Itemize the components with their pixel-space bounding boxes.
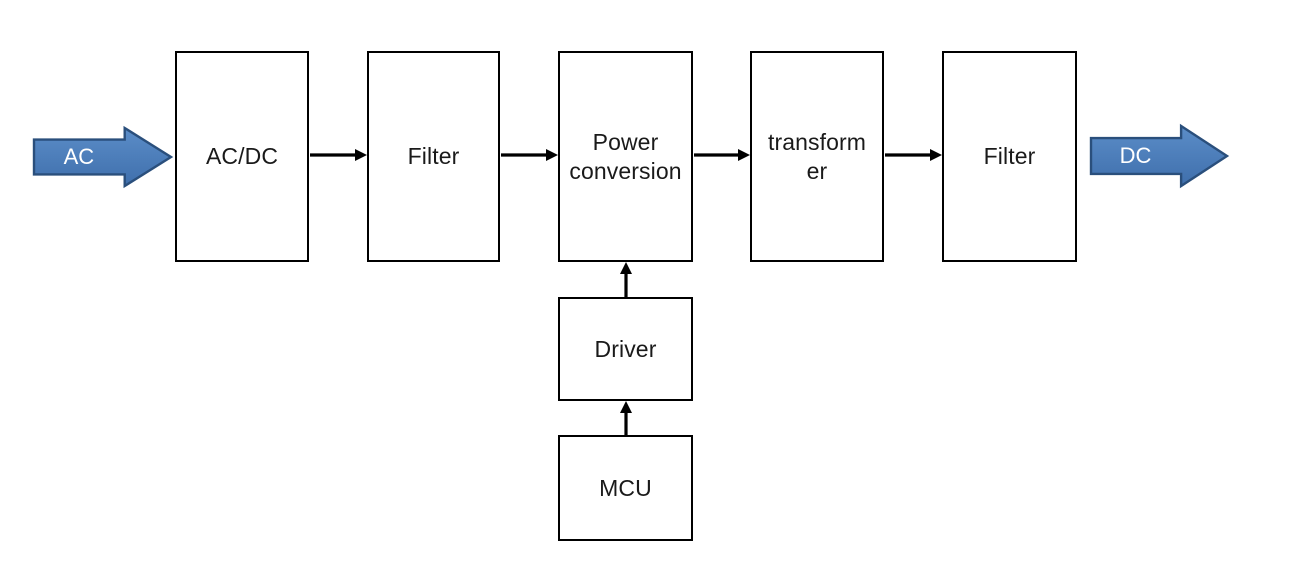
block-power-conversion[interactable]: Power conversion [558,51,693,262]
block-driver[interactable]: Driver [558,297,693,401]
block-mcu[interactable]: MCU [558,435,693,541]
block-filter1[interactable]: Filter [367,51,500,262]
block-label-driver: Driver [594,335,657,362]
block-label-filter1: Filter [407,143,460,170]
connector-mcu-to-driver [620,401,632,435]
connector-driver-to-power [620,262,632,297]
connector-power-to-transformer [694,149,750,161]
block-filter2[interactable]: Filter [942,51,1077,262]
block-label-power-conversion: Power conversion [569,129,682,184]
block-label-transformer: transform er [767,129,867,184]
io-arrow-dc-output [1089,123,1230,189]
block-label-mcu: MCU [599,474,652,501]
block-label-acdc: AC/DC [205,143,279,170]
block-acdc[interactable]: AC/DC [175,51,309,262]
block-transformer[interactable]: transform er [750,51,884,262]
connector-acdc-to-filter1 [310,149,367,161]
io-arrow-ac-input [32,125,174,189]
block-label-filter2: Filter [983,143,1036,170]
connector-transformer-to-filter2 [885,149,942,161]
connector-filter1-to-power [501,149,558,161]
